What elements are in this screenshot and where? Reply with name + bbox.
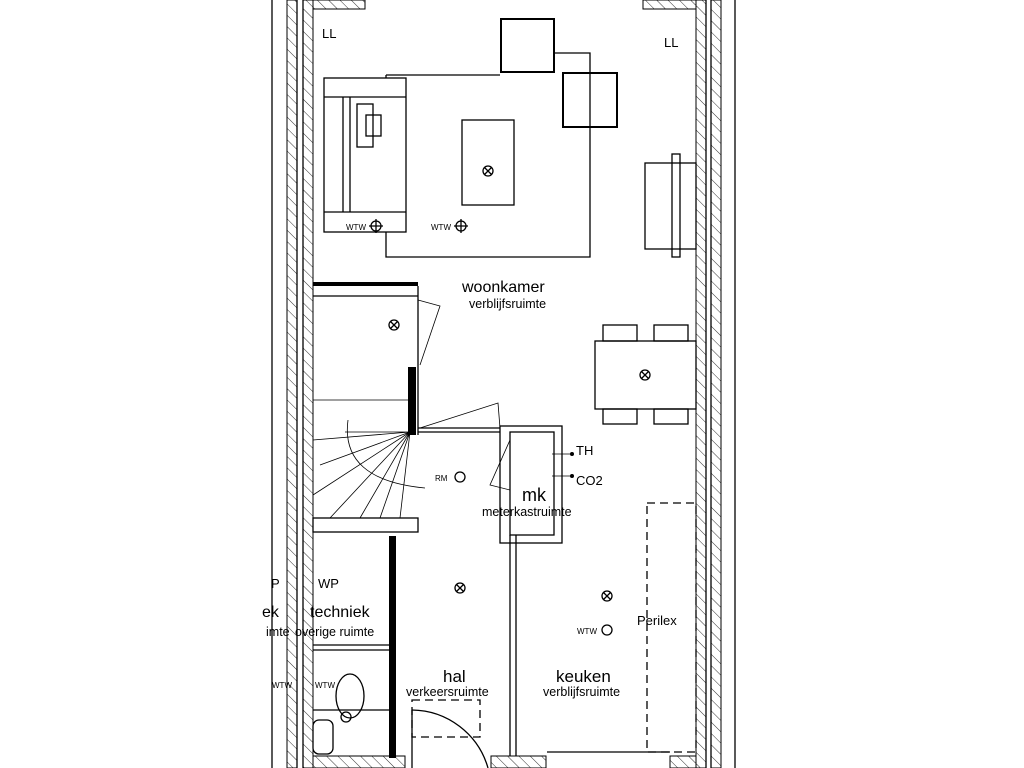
dining-table: [594, 324, 697, 425]
label-wtw: WTW: [346, 223, 366, 232]
label-wtw: WTW: [577, 627, 597, 636]
front-door: [411, 699, 489, 768]
tv-cabinet: [644, 153, 697, 258]
ventilation-crosshair-icon: [454, 219, 468, 233]
label-ll: LL: [322, 26, 336, 41]
armchair: [500, 18, 555, 73]
room-name-hal: hal: [443, 667, 466, 686]
ventilation-valve-icon: [601, 624, 613, 636]
room-name-keuken: keuken: [556, 667, 611, 686]
neighbor-room-name: ek: [262, 604, 280, 621]
neighbor-room-type: imte: [266, 625, 290, 639]
room-type-techniek: overige ruimte: [295, 625, 374, 639]
thermostat-connector: [552, 452, 574, 478]
ceiling-light-icon: [388, 319, 400, 331]
ceiling-light-icon: [454, 582, 466, 594]
smoke-detector-icon: [454, 471, 466, 483]
rug: [385, 52, 591, 258]
room-type-meterkast: meterkastruimte: [482, 505, 572, 519]
label-wp-neighbor: P: [271, 576, 280, 591]
armchair: [562, 72, 618, 128]
label-wtw: WTW: [431, 223, 451, 232]
ceiling-light-icon: [601, 590, 613, 602]
room-type-woonkamer: verblijfsruimte: [469, 297, 546, 311]
toilet: [335, 673, 365, 723]
label-wtw: WTW: [272, 681, 292, 690]
washbasin: [312, 719, 334, 755]
left-party-wall: [271, 0, 314, 768]
label-perilex: Perilex: [637, 613, 677, 628]
label-th: TH: [576, 443, 593, 458]
right-party-wall: [695, 0, 736, 768]
stair: [312, 399, 426, 519]
room-type-hal: verkeersruimte: [406, 685, 489, 699]
ceiling-light-icon: [482, 165, 494, 177]
room-name-mk: mk: [522, 485, 547, 505]
room-name-woonkamer: woonkamer: [461, 279, 545, 296]
label-ll: LL: [664, 35, 678, 50]
kitchen-counter: [646, 502, 697, 753]
room-type-keuken: verblijfsruimte: [543, 685, 620, 699]
label-wp: WP: [318, 576, 339, 591]
coffee-table: [461, 119, 515, 206]
label-rm: RM: [435, 474, 448, 483]
sofa: [323, 77, 407, 233]
interior-walls: [312, 282, 563, 758]
ventilation-crosshair-icon: [369, 219, 383, 233]
label-wtw: WTW: [315, 681, 335, 690]
room-name-techniek: techniek: [310, 604, 371, 621]
label-co2: CO2: [576, 473, 603, 488]
